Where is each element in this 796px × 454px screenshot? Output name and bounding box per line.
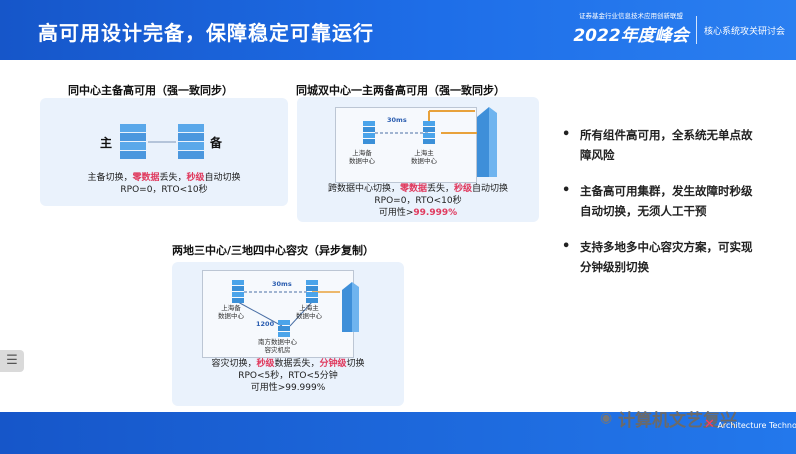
caption-metrics: RPO=0，RTO<10秒 bbox=[374, 196, 462, 206]
panel3-box: 30ms 1200 上海备 数据中心 上海主 数据中心 南方数据中心 容灾机房 … bbox=[172, 262, 404, 406]
building-icon bbox=[342, 282, 359, 332]
caption-text: 容灾切换， bbox=[211, 359, 257, 369]
caption-highlight: 零数据 bbox=[399, 184, 427, 194]
latency-left-label: 1200 bbox=[256, 320, 275, 328]
bullet-text: 支持多地多中心容灾方案，可实现分钟级别切换 bbox=[580, 240, 753, 274]
latency-label: 30ms bbox=[387, 116, 407, 124]
footer-logo: ✕ Architecture Technology bbox=[704, 417, 796, 432]
wechat-icon: ◉ bbox=[600, 410, 613, 426]
list-icon: ☰ bbox=[6, 353, 18, 368]
panel1-caption: 主备切换，零数据丢失，秒级自动切换 RPO=0，RTO<10秒 bbox=[40, 172, 288, 196]
dc-backup-label: 上海备 数据中心 bbox=[349, 149, 375, 165]
caption-highlight: 99.999% bbox=[413, 208, 458, 218]
slide-title: 高可用设计完备，保障稳定可靠运行 bbox=[38, 21, 374, 45]
primary-server-icon bbox=[423, 121, 435, 144]
panel3-title: 两地三中心/三地四中心容灾（异步复制） bbox=[172, 244, 375, 257]
caption-text: 丢失， bbox=[426, 184, 454, 194]
header-divider bbox=[696, 16, 697, 44]
backup-server-icon bbox=[178, 124, 204, 159]
bullet-dot-icon: • bbox=[562, 183, 571, 198]
caption-text: 自动切换 bbox=[472, 184, 509, 194]
caption-metrics: RPO<5秒，RTO<5分钟 bbox=[238, 371, 338, 381]
caption-text: 自动切换 bbox=[204, 173, 241, 183]
dc-primary-label: 上海主 数据中心 bbox=[296, 304, 322, 320]
panel3-caption: 容灾切换，秒级数据丢失，分钟级切换 RPO<5秒，RTO<5分钟 可用性>99.… bbox=[172, 358, 404, 394]
dual-dc-diagram bbox=[363, 107, 497, 177]
caption-text: 切换 bbox=[346, 359, 365, 369]
caption-text: 可用性> bbox=[378, 208, 414, 218]
caption-availability: 可用性>99.999% bbox=[250, 383, 326, 393]
dc-frame bbox=[335, 107, 477, 183]
panel2-box: 30ms 上海备 数据中心 上海主 数据中心 跨数据中心切换，零数据丢失，秒级自… bbox=[297, 97, 539, 222]
caption-highlight: 秒级 bbox=[454, 184, 473, 194]
caption-highlight: 秒级 bbox=[186, 173, 205, 183]
building-icon bbox=[477, 107, 497, 177]
bullet-item: • 支持多地多中心容灾方案，可实现分钟级别切换 bbox=[560, 237, 760, 277]
panel1-box: 主 备 主备切换，零数据丢失，秒级自动切换 RPO=0，RTO<10秒 bbox=[40, 98, 288, 206]
dc-south-label: 南方数据中心 容灾机房 bbox=[258, 338, 297, 354]
dc-primary-label: 上海主 数据中心 bbox=[411, 149, 437, 165]
caption-text: 主备切换， bbox=[87, 173, 133, 183]
panel1-title: 同中心主备高可用（强一致同步） bbox=[68, 84, 233, 97]
primary-label: 主 bbox=[100, 136, 113, 150]
primary-server-icon bbox=[306, 280, 318, 303]
primary-server-icon bbox=[120, 124, 146, 159]
caption-text: 数据丢失， bbox=[274, 359, 320, 369]
backup-server-icon bbox=[363, 121, 375, 144]
caption-highlight: 分钟级 bbox=[319, 359, 347, 369]
backup-label: 备 bbox=[210, 136, 223, 150]
backup-server-icon bbox=[232, 280, 244, 303]
conference-name: 2022年度峰会 bbox=[573, 26, 689, 46]
bullet-item: • 主备高可用集群，发生故障时秒级自动切换，无须人工干预 bbox=[560, 181, 760, 221]
south-server-icon bbox=[278, 320, 290, 337]
bullet-text: 主备高可用集群，发生故障时秒级自动切换，无须人工干预 bbox=[580, 184, 753, 218]
footer-bar bbox=[0, 412, 796, 454]
slide-list-button[interactable]: ☰ bbox=[0, 350, 24, 372]
caption-highlight: 零数据 bbox=[132, 173, 160, 183]
latency-top-label: 30ms bbox=[272, 280, 292, 288]
server-pair-diagram bbox=[120, 124, 204, 159]
bullet-text: 所有组件高可用，全系统无单点故障风险 bbox=[580, 128, 753, 162]
logo-text: Architecture Technology bbox=[717, 421, 796, 430]
header-banner: 高可用设计完备，保障稳定可靠运行 证券基金行业信息技术应用创新联盟 2022年度… bbox=[0, 0, 796, 60]
x-logo-icon: ✕ bbox=[704, 417, 715, 432]
conference-org: 证券基金行业信息技术应用创新联盟 bbox=[579, 12, 683, 20]
caption-text: 丢失， bbox=[159, 173, 187, 183]
dc-frame bbox=[202, 270, 354, 358]
caption-highlight: 秒级 bbox=[256, 359, 275, 369]
panel2-title: 同城双中心一主两备高可用（强一致同步） bbox=[296, 84, 505, 97]
watermark-text: 计算机文艺复兴 bbox=[618, 411, 737, 431]
conference-logo: 证券基金行业信息技术应用创新联盟 2022年度峰会 bbox=[572, 10, 690, 46]
dc-backup-label: 上海备 数据中心 bbox=[218, 304, 244, 320]
bullet-dot-icon: • bbox=[562, 239, 571, 254]
caption-text: 跨数据中心切换， bbox=[327, 184, 400, 194]
multi-dc-diagram bbox=[232, 280, 359, 337]
bullet-dot-icon: • bbox=[562, 127, 571, 142]
caption-metrics: RPO=0，RTO<10秒 bbox=[120, 185, 208, 195]
bullet-list: • 所有组件高可用，全系统无单点故障风险 • 主备高可用集群，发生故障时秒级自动切换… bbox=[560, 125, 760, 293]
bullet-item: • 所有组件高可用，全系统无单点故障风险 bbox=[560, 125, 760, 165]
conference-subtitle: 核心系统攻关研讨会 bbox=[704, 27, 786, 37]
panel2-caption: 跨数据中心切换，零数据丢失，秒级自动切换 RPO=0，RTO<10秒 可用性>9… bbox=[297, 183, 539, 219]
